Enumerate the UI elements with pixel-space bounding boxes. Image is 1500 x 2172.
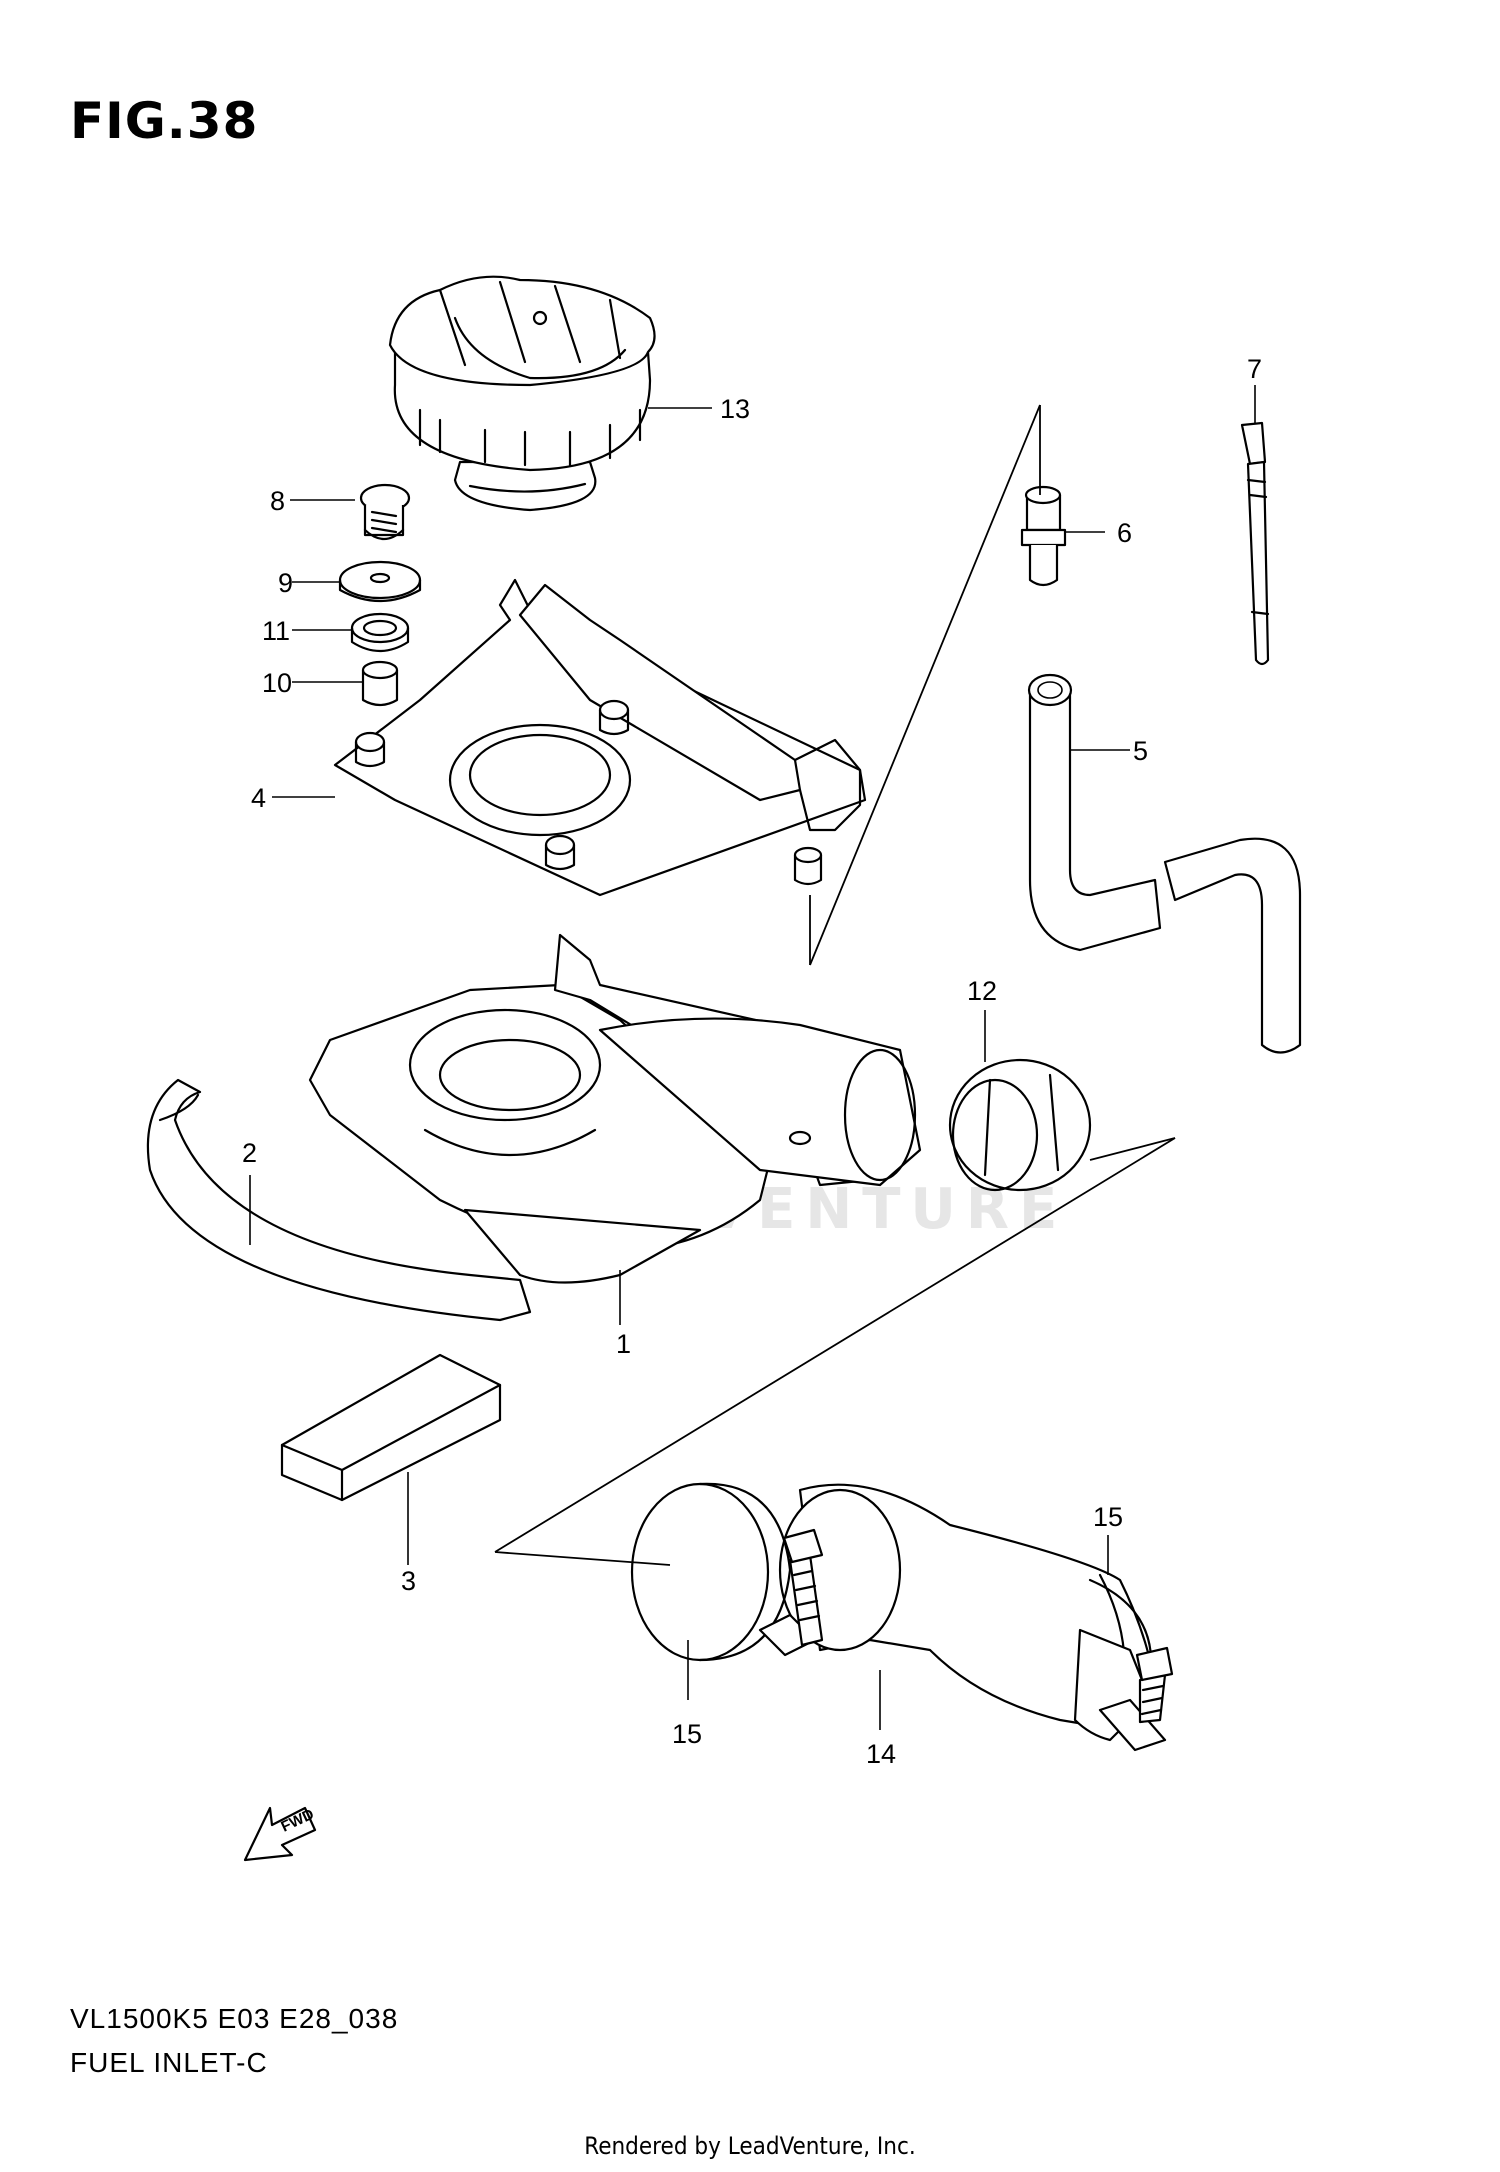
section-name: FUEL INLET-C xyxy=(70,2047,268,2078)
callout-9: 9 xyxy=(278,568,293,598)
rendered-by-credit: Rendered by LeadVenture, Inc. xyxy=(584,2132,916,2160)
callout-4: 4 xyxy=(251,783,266,813)
ring-part xyxy=(948,1058,1092,1192)
callout-6: 6 xyxy=(1117,518,1132,548)
screw-part xyxy=(359,483,411,541)
callout-5: 5 xyxy=(1133,736,1148,766)
tie-strap-part xyxy=(1240,421,1270,666)
callout-7: 7 xyxy=(1247,354,1262,384)
hose-clamp-part-left xyxy=(630,1482,824,1662)
fuel-inlet-body-part xyxy=(308,933,922,1284)
seal-strip-part xyxy=(146,1078,532,1322)
washer-part xyxy=(338,560,422,603)
model-code: VL1500K5 E03 E28_038 xyxy=(70,2003,399,2034)
callout-labels: 1 2 3 4 5 6 7 8 9 11 10 12 13 14 15 15 xyxy=(242,354,1262,1769)
callout-12: 12 xyxy=(967,976,997,1006)
callout-11: 10 xyxy=(262,668,292,698)
pad-part xyxy=(280,1353,502,1502)
connector-part xyxy=(1020,485,1067,587)
callout-14: 14 xyxy=(866,1739,896,1769)
callout-1: 1 xyxy=(616,1329,631,1359)
callout-15-right: 15 xyxy=(1093,1502,1123,1532)
callout-8: 8 xyxy=(270,486,285,516)
fuel-cap-part xyxy=(388,275,656,512)
callout-10: 11 xyxy=(262,616,290,646)
fwd-arrow-icon: FWD xyxy=(243,1806,317,1862)
callout-13: 13 xyxy=(720,394,750,424)
grommet-part xyxy=(350,612,410,653)
collar-part xyxy=(361,660,399,707)
figure-title: FIG.38 xyxy=(70,92,259,150)
callout-15-left: 15 xyxy=(672,1719,702,1749)
bracket-plate-part xyxy=(333,578,867,897)
callout-3: 3 xyxy=(401,1566,416,1596)
hose-clamp-part-right xyxy=(1073,1628,1174,1752)
leader-lines xyxy=(249,385,1256,1730)
callout-2: 2 xyxy=(242,1138,257,1168)
hose-part xyxy=(1027,673,1302,1054)
assembly-lines xyxy=(494,404,1176,1566)
